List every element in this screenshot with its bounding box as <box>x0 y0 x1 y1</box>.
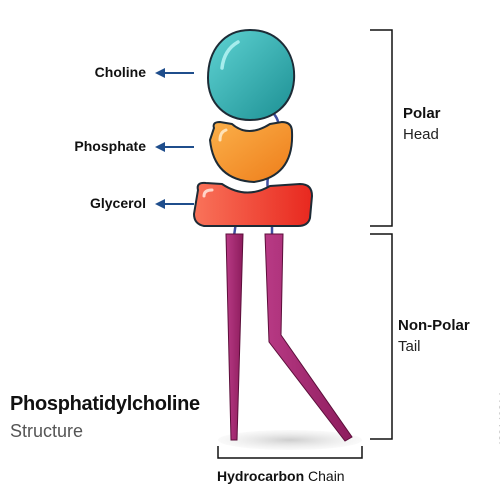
molecule-subtitle: Structure <box>10 421 84 441</box>
hydrocarbon-chain-label-bold: Hydrocarbon <box>217 468 305 484</box>
phosphate-arrow <box>155 142 194 152</box>
nonpolar-tail-bracket <box>370 233 393 440</box>
choline-arrow <box>155 68 194 78</box>
ground-shadow <box>218 430 362 450</box>
choline-label: Choline <box>94 64 146 80</box>
nonpolar-tail-subtitle: Tail <box>398 338 421 355</box>
polar-head-title: Polar <box>403 105 441 122</box>
molecule-title: Phosphatidylcholine <box>10 393 200 415</box>
phosphate-highlight <box>218 128 228 142</box>
hydrocarbon-chain-label-regular: Chain <box>308 468 345 484</box>
polar-head-subtitle: Head <box>403 126 439 143</box>
hydrocarbon-chain-label: Hydrocarbon Chain <box>217 469 345 483</box>
phosphate-bead <box>209 121 294 183</box>
polar-head-bracket <box>370 29 393 227</box>
nonpolar-tail-title: Non-Polar <box>398 317 470 334</box>
glycerol-bead <box>193 181 313 227</box>
glycerol-label: Glycerol <box>89 195 146 211</box>
hydrocarbon-tail-left <box>225 233 244 441</box>
phosphate-label: Phosphate <box>74 138 146 154</box>
glycerol-highlight <box>202 188 214 198</box>
choline-bead <box>206 28 296 122</box>
glycerol-arrow <box>155 199 194 209</box>
hydrocarbon-chain-bracket <box>217 446 363 459</box>
choline-highlight <box>220 40 240 70</box>
hydrocarbon-tail-right <box>264 233 353 442</box>
